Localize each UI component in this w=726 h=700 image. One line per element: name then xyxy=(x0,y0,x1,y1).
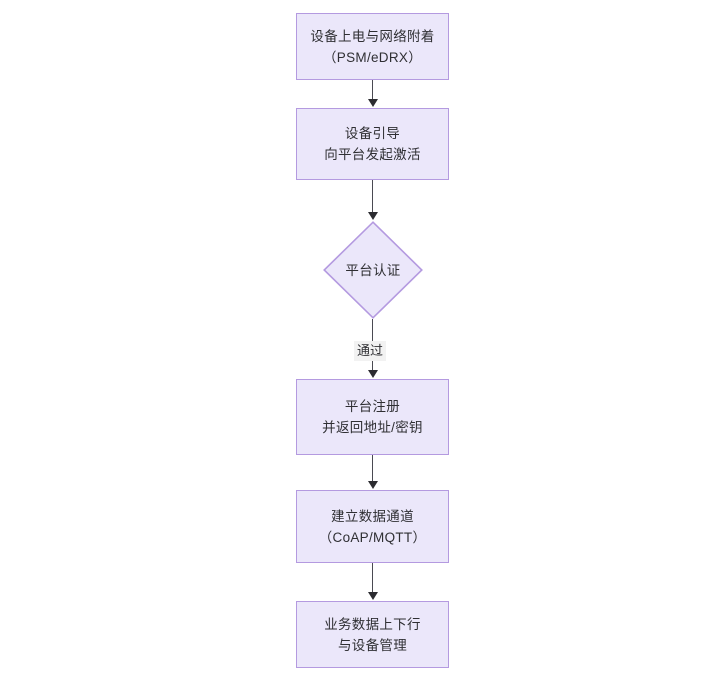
flow-node-platform-auth-label: 平台认证 xyxy=(345,262,401,278)
flow-node-business-data-line-1: 业务数据上下行 xyxy=(324,616,421,632)
flow-edge-n3-n4-label: 通过 xyxy=(354,341,387,361)
flow-node-power-on[interactable]: 设备上电与网络附着 （PSM/eDRX） xyxy=(296,13,449,80)
flow-edge-n2-n3-line xyxy=(372,180,374,214)
flow-node-platform-register-line-1: 平台注册 xyxy=(344,399,401,414)
flow-edge-n1-n2-arrowhead xyxy=(367,99,378,107)
diamond-shape-icon xyxy=(323,221,423,319)
flow-node-data-channel-line-1: 建立数据通道 xyxy=(331,508,414,524)
flow-node-device-bootstrap[interactable]: 设备引导 向平台发起激活 xyxy=(296,108,449,180)
flow-node-business-data-line-2: 与设备管理 xyxy=(338,637,407,653)
flow-node-data-channel-line-2: （CoAP/MQTT） xyxy=(318,529,427,545)
flow-node-platform-register[interactable]: 平台注册 并返回地址/密钥 xyxy=(296,379,449,455)
flow-edge-n2-n3-arrowhead xyxy=(367,212,378,220)
flow-edge-n1-n2-line xyxy=(372,80,374,101)
flow-node-platform-auth[interactable]: 平台认证 xyxy=(323,221,423,319)
flow-node-power-on-line-2: （PSM/eDRX） xyxy=(322,49,423,65)
flow-edge-n5-n6-arrowhead xyxy=(367,592,378,600)
flow-node-business-data[interactable]: 业务数据上下行 与设备管理 xyxy=(296,601,449,668)
flow-edge-n3-n4-arrowhead xyxy=(367,370,378,378)
flow-edge-n4-n5-arrowhead xyxy=(367,481,378,489)
flow-node-data-channel[interactable]: 建立数据通道 （CoAP/MQTT） xyxy=(296,490,449,563)
flow-edge-n5-n6-line xyxy=(372,563,374,593)
flow-edge-n4-n5-line xyxy=(372,455,374,482)
flow-node-platform-register-line-2: 并返回地址/密钥 xyxy=(322,420,423,435)
flow-node-power-on-line-1: 设备上电与网络附着 xyxy=(310,28,435,44)
flow-node-device-bootstrap-line-2: 向平台发起激活 xyxy=(324,147,421,162)
flow-node-device-bootstrap-line-1: 设备引导 xyxy=(344,126,401,141)
